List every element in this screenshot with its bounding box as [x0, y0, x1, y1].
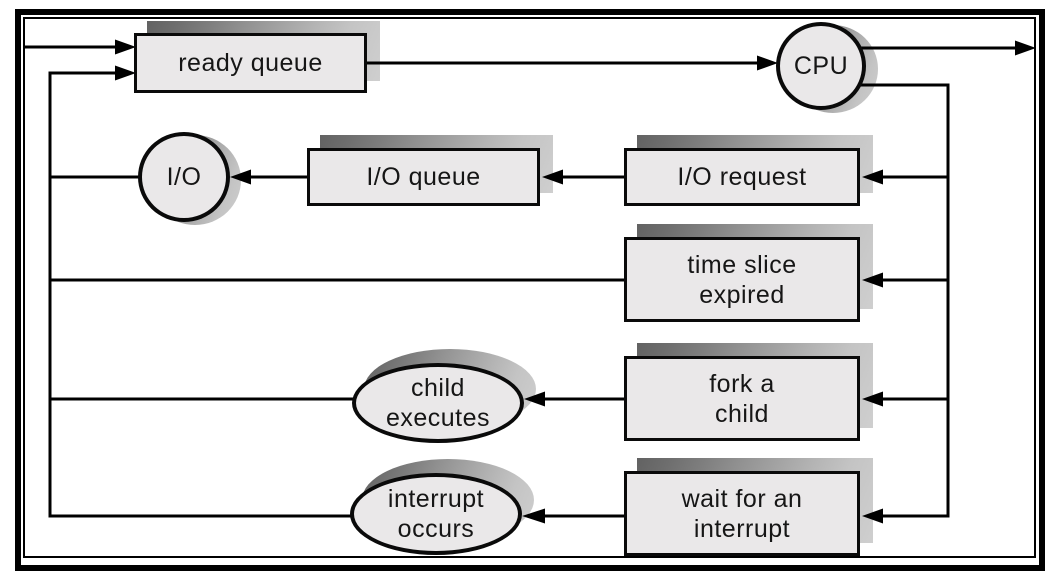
fork-a-child-label: fork a child: [709, 369, 775, 428]
outer-border-frame: [15, 9, 1045, 571]
node-interrupt-occurs: interrupt occurs: [350, 473, 522, 555]
cpu-label: CPU: [793, 52, 849, 80]
cpu-to-io-request-arrowhead: [862, 169, 883, 185]
wait-to-interrupt-arrowhead: [522, 508, 545, 524]
node-fork-a-child: fork a child: [624, 356, 860, 441]
recycle-to-ready-queue-arrowhead: [115, 65, 136, 81]
cpu-to-wait-arrowhead: [862, 508, 883, 524]
io-request-to-io-queue-arrowhead: [542, 169, 563, 185]
ready-queue-label: ready queue: [178, 49, 323, 77]
ready-queue-to-cpu-arrowhead: [757, 55, 778, 71]
cpu-to-fork-arrowhead: [862, 391, 883, 407]
recycle-loop-line: [48, 71, 352, 518]
fork-to-child-arrowhead: [524, 391, 545, 407]
cpu-to-time-slice-arrowhead: [862, 272, 883, 288]
node-ready-queue: ready queue: [134, 33, 367, 93]
io-request-label: I/O request: [677, 163, 807, 191]
cpu-exit-arrowhead: [1015, 40, 1036, 56]
cpu-dispatch-line: [853, 83, 950, 518]
entry-to-ready-queue-arrowhead: [115, 39, 136, 55]
interrupt-occurs-label: interrupt occurs: [387, 485, 485, 543]
inner-border-frame: [23, 17, 1036, 558]
io-label: I/O: [166, 163, 202, 191]
node-child-executes: child executes: [352, 363, 524, 443]
node-time-slice-expired: time slice expired: [624, 237, 860, 322]
node-wait-for-interrupt: wait for an interrupt: [624, 471, 860, 556]
io-queue-label: I/O queue: [366, 163, 481, 191]
io-queue-to-io-arrowhead: [230, 169, 251, 185]
node-io-request: I/O request: [624, 148, 860, 206]
wait-for-interrupt-label: wait for an interrupt: [681, 484, 803, 543]
time-slice-expired-label: time slice expired: [687, 250, 797, 309]
node-cpu: CPU: [776, 22, 866, 110]
node-io-queue: I/O queue: [307, 148, 540, 206]
child-executes-label: child executes: [385, 374, 491, 432]
node-io: I/O: [138, 132, 230, 222]
